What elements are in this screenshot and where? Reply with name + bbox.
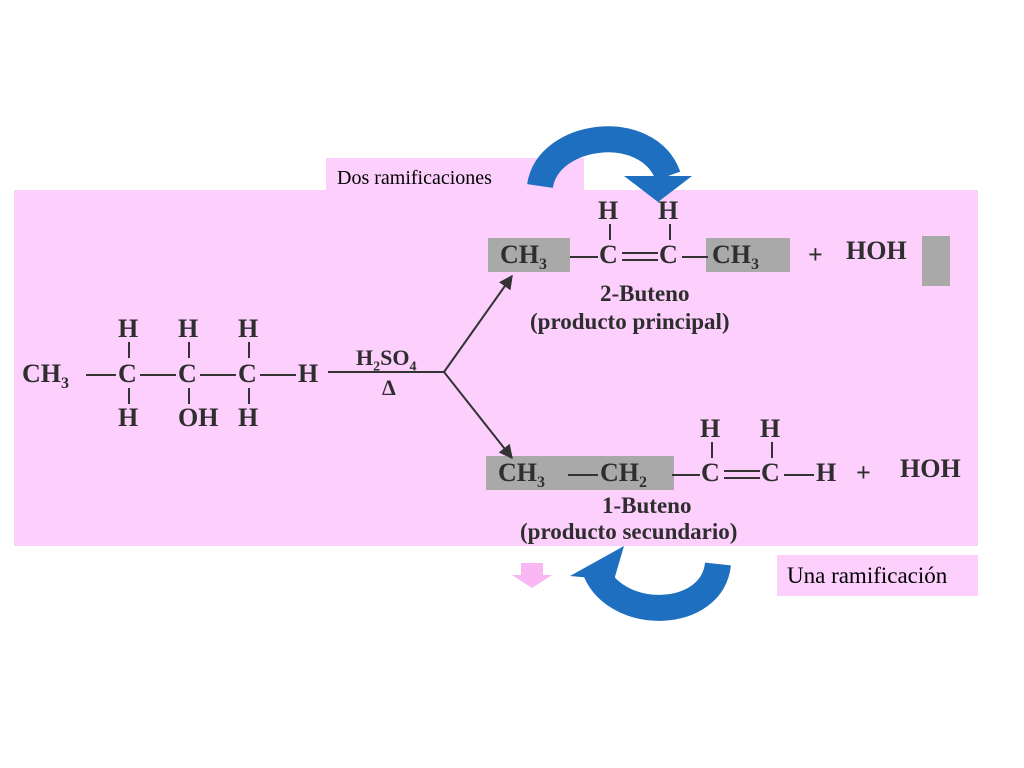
bond: [188, 388, 190, 404]
product-minor-c1: C: [701, 458, 720, 487]
bond: [669, 224, 671, 240]
double-bond: [622, 252, 658, 254]
product-main-ch3-left: CH3: [500, 240, 547, 274]
highlight-ch3-left: [488, 238, 570, 272]
product-minor-desc: (producto secundario): [520, 519, 738, 544]
arrow-to-main-product: [443, 274, 513, 373]
product-minor-h2: H: [760, 414, 781, 443]
curved-arrow-icon: [527, 126, 692, 202]
curved-arrow-icon: [570, 546, 731, 621]
product-main-h2: H: [658, 196, 679, 225]
reactant-h-top-2: H: [178, 314, 199, 343]
double-bond: [724, 477, 760, 479]
bond: [260, 374, 296, 376]
arrow-to-minor-product: [443, 371, 513, 460]
bond: [784, 474, 814, 476]
double-bond: [622, 259, 658, 261]
reactant-oh: OH: [178, 403, 219, 432]
bond: [128, 388, 130, 404]
product-minor-ch2: CH2: [600, 458, 647, 492]
product-main-ch3-right: CH3: [712, 240, 759, 274]
reactant-h-top-1: H: [118, 314, 139, 343]
reactant-h-top-3: H: [238, 314, 259, 343]
smudge: [922, 236, 950, 286]
product-minor-c2: C: [761, 458, 780, 487]
product-minor-h-end: H: [816, 458, 837, 487]
product-main-desc: (producto principal): [530, 309, 730, 334]
bond: [711, 442, 713, 458]
bond: [672, 474, 700, 476]
bond: [188, 342, 190, 358]
heat-symbol: Δ: [382, 375, 396, 400]
bond: [570, 256, 598, 258]
product-minor-name: 1-Buteno: [602, 493, 692, 518]
reactant-c1: C: [118, 359, 137, 388]
callout-una-ramificacion: Una ramificación: [777, 555, 978, 596]
down-arrow-icon: [512, 563, 552, 588]
plus-sign: +: [856, 458, 871, 487]
bond: [609, 224, 611, 240]
reactant-ch3: CH3: [22, 359, 69, 393]
byproduct-hoh: HOH: [900, 454, 961, 483]
reactant-c2: C: [178, 359, 197, 388]
reactant-h-bottom-1: H: [118, 403, 139, 432]
bond: [128, 342, 130, 358]
product-minor-h1: H: [700, 414, 721, 443]
reagent-h2so4: H2SO4: [356, 345, 417, 375]
reactant-h-end: H: [298, 359, 319, 388]
highlight-ch3-right: [706, 238, 790, 272]
bond: [248, 388, 250, 404]
product-minor-ch3: CH3: [498, 458, 545, 492]
reactant-c3: C: [238, 359, 257, 388]
bond: [568, 474, 598, 476]
plus-sign: +: [808, 240, 823, 269]
bond: [140, 374, 176, 376]
byproduct-hoh: HOH: [846, 236, 907, 265]
highlight-ch3-ch2: [486, 456, 674, 490]
bond: [682, 256, 708, 258]
product-main-c1: C: [599, 240, 618, 269]
bond: [771, 442, 773, 458]
product-main-h1: H: [598, 196, 619, 225]
bond: [248, 342, 250, 358]
bond: [86, 374, 116, 376]
product-main-name: 2-Buteno: [600, 281, 690, 306]
product-main-c2: C: [659, 240, 678, 269]
bond: [200, 374, 236, 376]
reactant-h-bottom-3: H: [238, 403, 259, 432]
double-bond: [724, 470, 760, 472]
